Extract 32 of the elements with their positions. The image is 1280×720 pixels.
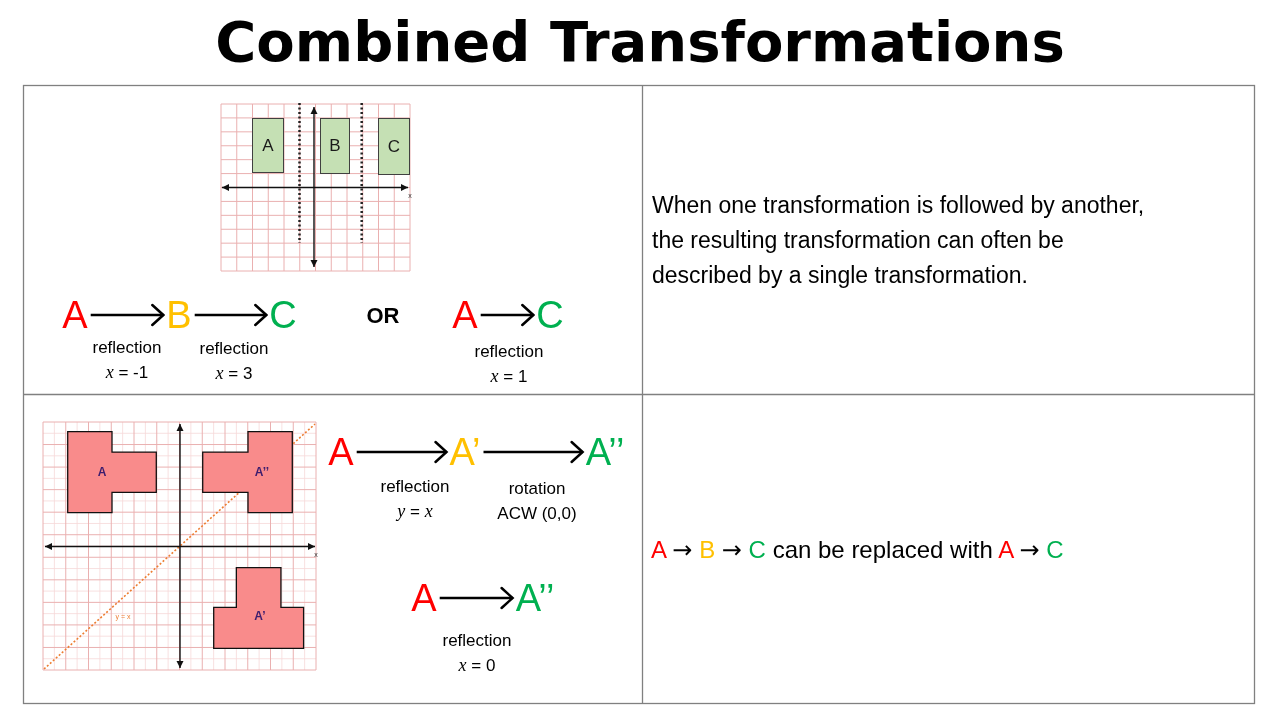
edge-label: reflection x = 1 bbox=[474, 341, 544, 388]
or-text: OR bbox=[366, 305, 400, 327]
shape-letter: A bbox=[59, 296, 91, 334]
polygon-shape: A’ bbox=[212, 567, 304, 650]
shape-letter: C bbox=[533, 296, 567, 334]
arrow bbox=[480, 303, 535, 327]
shape-letter: B bbox=[163, 296, 195, 334]
arrow bbox=[194, 303, 268, 327]
arrow bbox=[90, 303, 165, 327]
edge-label: reflection x = 3 bbox=[199, 338, 269, 385]
polygon-shape: A bbox=[66, 431, 157, 514]
shape-letter: A’’ bbox=[582, 433, 628, 471]
title: Combined Transformations bbox=[215, 8, 1065, 76]
shape-letter: A’’ bbox=[512, 579, 558, 617]
edge-label: reflection y = x bbox=[380, 476, 450, 523]
edge-label: rotation ACW (0,0) bbox=[497, 478, 577, 525]
rectangle-shape: B bbox=[320, 118, 350, 174]
shape-letter: C bbox=[266, 296, 300, 334]
arrow bbox=[439, 586, 514, 610]
arrow bbox=[483, 440, 584, 464]
rectangle-shape: C bbox=[378, 118, 410, 175]
description-text: When one transformation is followed by another, the resulting transformation can often be described by a single transformation. bbox=[652, 191, 1146, 290]
shape-letter: A bbox=[408, 579, 440, 617]
shape-letter: A’ bbox=[446, 433, 484, 471]
edge-label: reflection x = 0 bbox=[442, 630, 512, 677]
shape-letter: A bbox=[449, 296, 481, 334]
polygon-shape: A’’ bbox=[202, 431, 294, 514]
summary-text: A → B → C can be replaced with A → C bbox=[651, 538, 1064, 562]
rectangle-shape: A bbox=[252, 118, 284, 173]
edge-label: reflection x = -1 bbox=[92, 337, 162, 384]
arrow bbox=[356, 440, 448, 464]
shape-letter: A bbox=[325, 433, 357, 471]
